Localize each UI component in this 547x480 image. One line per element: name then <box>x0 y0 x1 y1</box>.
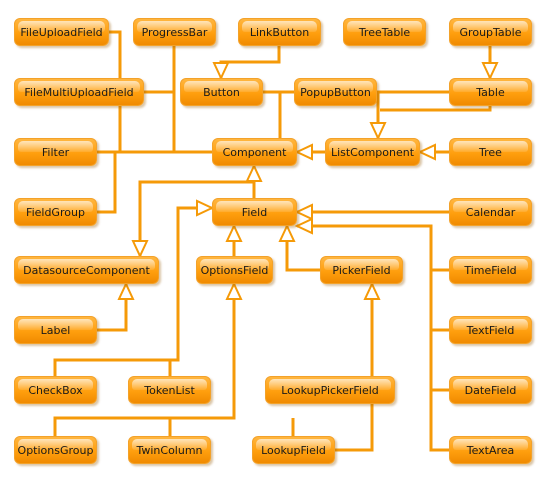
edge-linkbutton-to-button <box>212 46 281 81</box>
class-node-button: Button <box>180 78 263 106</box>
class-node-label: CheckBox <box>28 384 83 397</box>
class-node-label: TextField <box>466 324 515 337</box>
class-node-label: Filter <box>41 146 70 159</box>
class-node-label: Field <box>241 206 268 219</box>
inheritance-arrowhead <box>363 281 381 300</box>
class-node-tree-table: TreeTable <box>343 18 426 46</box>
inheritance-arrowhead <box>294 203 313 221</box>
class-node-file-multi-upload-field: FileMultiUploadField <box>14 78 144 106</box>
class-node-tree: Tree <box>449 138 532 166</box>
class-node-label: DateField <box>464 384 517 397</box>
edge-treetable-to-table <box>369 90 449 141</box>
edge-textarea-to-field <box>429 226 449 452</box>
inheritance-arrowhead <box>294 143 313 161</box>
class-node-time-field: TimeField <box>449 256 532 284</box>
class-node-label: Tree <box>479 146 502 159</box>
class-node-label: TextArea <box>466 444 515 457</box>
class-node-component: Component <box>212 138 297 166</box>
class-node-options-field: OptionsField <box>196 256 273 284</box>
class-node-label: FileMultiUploadField <box>24 86 134 99</box>
inheritance-arrowhead <box>212 62 230 81</box>
class-node-popup-button: PopupButton <box>294 78 377 106</box>
edge-optionsgroup-to-options <box>53 281 243 436</box>
class-node-lookup-field: LookupField <box>252 436 335 464</box>
class-node-text-field: TextField <box>449 316 532 344</box>
class-node-calendar: Calendar <box>449 198 532 226</box>
class-node-progress-bar: ProgressBar <box>133 18 216 46</box>
class-node-token-list: TokenList <box>128 376 211 404</box>
class-node-file-upload-field: FileUploadField <box>14 18 109 46</box>
class-node-label: OptionsGroup <box>17 444 94 457</box>
class-node-label: TokenList <box>144 384 195 397</box>
class-node-label: GroupTable <box>459 26 522 39</box>
edge-checkbox-to-field <box>53 199 215 376</box>
class-node-filter: Filter <box>14 138 97 166</box>
class-node-label: TwinColumn <box>136 444 203 457</box>
class-node-label: Calendar <box>465 206 516 219</box>
class-node-label: Label <box>40 324 71 337</box>
inheritance-arrowhead <box>369 122 387 141</box>
edge-options-to-field <box>225 223 243 256</box>
class-node-label: LookupField <box>261 444 326 457</box>
class-node-label: PickerField <box>332 264 391 277</box>
class-node-lookup-picker-field: LookupPickerField <box>265 376 395 404</box>
class-node-label: LookupPickerField <box>281 384 379 397</box>
class-node-list-component: ListComponent <box>325 138 420 166</box>
class-node-label: ListComponent <box>330 146 415 159</box>
edge-label-to-datasource <box>97 281 135 332</box>
class-node-twin-column: TwinColumn <box>128 436 211 464</box>
class-node-label: OptionsField <box>200 264 269 277</box>
class-node-picker-field: PickerField <box>320 256 403 284</box>
edge-fieldgroup-to-component <box>97 152 117 214</box>
inheritance-arrowhead <box>131 240 149 259</box>
edge-table-to-listcomp <box>380 106 492 112</box>
inheritance-arrowhead <box>481 62 499 81</box>
class-node-label: LinkButton <box>249 26 310 39</box>
edge-tree-to-listcomp <box>417 143 449 161</box>
class-node-text-area: TextArea <box>449 436 532 464</box>
class-node-options-group: OptionsGroup <box>14 436 97 464</box>
class-node-label: Component <box>222 146 287 159</box>
inheritance-arrowhead <box>225 281 243 300</box>
edge-lookupfield-to-picker <box>335 281 381 452</box>
edge-listcomp-to-component <box>294 143 325 161</box>
class-node-date-field: DateField <box>449 376 532 404</box>
edge-calendar-to-field <box>294 203 449 221</box>
class-node-link-button: LinkButton <box>238 18 321 46</box>
class-node-label: TimeField <box>464 264 517 277</box>
class-node-label: DatasourceComponent <box>23 264 150 277</box>
class-node-field: Field <box>212 198 297 226</box>
class-node-label: PopupButton <box>300 86 371 99</box>
class-node-group-table: GroupTable <box>449 18 532 46</box>
class-node-label: Table <box>476 86 505 99</box>
class-node-check-box: CheckBox <box>14 376 97 404</box>
class-node-label: FieldGroup <box>26 206 85 219</box>
inheritance-arrowhead <box>225 223 243 242</box>
inheritance-arrowhead <box>245 163 263 182</box>
inheritance-arrowhead <box>196 199 215 217</box>
edge-grouptable-to-table <box>481 46 499 81</box>
class-node-label: Label <box>14 316 97 344</box>
inheritance-arrowhead <box>417 143 436 161</box>
class-node-label: Button <box>203 86 240 99</box>
edge-button-to-component <box>263 90 282 138</box>
class-node-label: FileUploadField <box>20 26 103 39</box>
class-node-label: TreeTable <box>358 26 411 39</box>
inheritance-arrowhead <box>117 281 135 300</box>
class-node-label: ProgressBar <box>141 26 208 39</box>
class-node-table: Table <box>449 78 532 106</box>
class-node-datasource-component: DatasourceComponent <box>14 256 159 284</box>
inheritance-arrowhead <box>278 223 296 242</box>
inheritance-arrowhead <box>294 217 313 235</box>
class-node-field-group: FieldGroup <box>14 198 97 226</box>
